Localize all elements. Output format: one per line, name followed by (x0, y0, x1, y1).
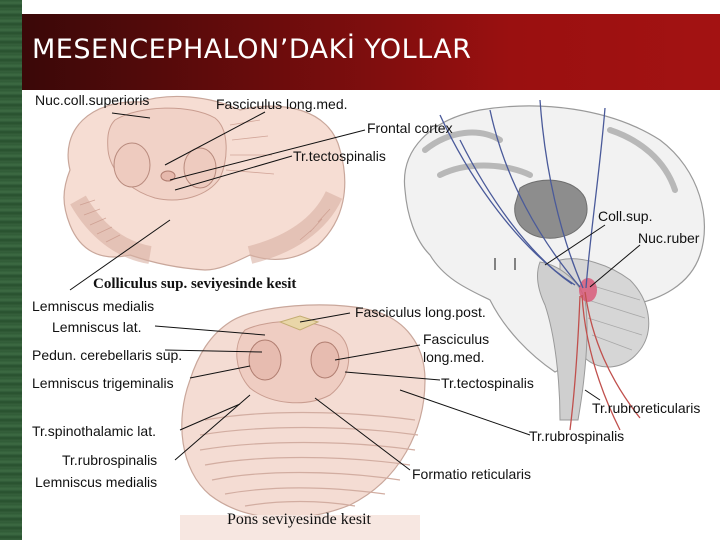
label-tr-rubroreticularis: Tr.rubroreticularis (592, 400, 701, 416)
label-fasciculus-long-med: Fasciculus long.med. (216, 96, 348, 112)
label-pedun-cerebellaris-sup: Pedun. cerebellaris sup. (32, 347, 183, 363)
caption-colliculus-level: Colliculus sup. seviyesinde kesit (93, 276, 297, 292)
crus-left (70, 195, 152, 264)
tegmental-nucleus-right (310, 341, 340, 379)
label-lemniscus-lat: Lemniscus lat. (52, 319, 142, 335)
red-pathways (569, 291, 641, 431)
fourth-ventricle-floor (278, 315, 320, 331)
label-lemniscus-trigeminalis: Lemniscus trigeminalis (32, 375, 174, 391)
label-fasciculus-long-post: Fasciculus long.post. (355, 304, 486, 320)
midbrain-section-upper (63, 95, 346, 271)
caption-pons-level: Pons seviyesinde kesit (227, 511, 371, 528)
label-fasciculus-line2: long.med. (423, 349, 485, 365)
crus-right (247, 190, 343, 264)
tegmental-nucleus-left (248, 339, 282, 381)
title-bar: MESENCEPHALON’DAKİ YOLLAR (22, 14, 720, 90)
nucleus-left (113, 142, 151, 188)
aqueduct (160, 170, 176, 182)
label-tr-rubrospinalis-left: Tr.rubrospinalis (62, 452, 158, 468)
label-nuc-ruber: Nuc.ruber (638, 230, 700, 246)
cerebellum-folia (587, 284, 646, 351)
label-tr-tectospinalis-lower: Tr.tectospinalis (441, 375, 534, 391)
sagittal-brain (403, 99, 706, 431)
left-decorative-strip (0, 0, 22, 540)
caption-backdrop (180, 515, 420, 540)
thalamus (514, 179, 588, 239)
nuc-ruber-marker (579, 278, 597, 302)
nucleus-right (183, 147, 217, 189)
slide-title: MESENCEPHALON’DAKİ YOLLAR (32, 34, 472, 65)
pons-section-lower (180, 304, 426, 540)
label-tr-tectospinalis-upper: Tr.tectospinalis (293, 148, 386, 164)
label-frontal-cortex: Frontal cortex (367, 120, 453, 136)
gyri (422, 127, 678, 193)
label-nuc-coll-superioris: Nuc.coll.superioris (35, 92, 150, 108)
label-tr-spinothalamic-lat: Tr.spinothalamic lat. (32, 423, 156, 439)
pons-fiber-bands (199, 411, 419, 507)
label-fasciculus-line1: Fasciculus (423, 331, 490, 347)
label-lemniscus-medialis: Lemniscus medialis (32, 298, 155, 314)
leader-lines (69, 111, 641, 471)
cortex-outline (403, 105, 706, 373)
label-tr-rubrospinalis-right: Tr.rubrospinalis (529, 428, 625, 444)
label-formatio-reticularis: Formatio reticularis (412, 466, 532, 482)
label-lemniscus-medialis-2: Lemniscus medialis (35, 474, 158, 490)
blue-pathways (439, 99, 606, 289)
label-coll-sup: Coll.sup. (598, 208, 653, 224)
